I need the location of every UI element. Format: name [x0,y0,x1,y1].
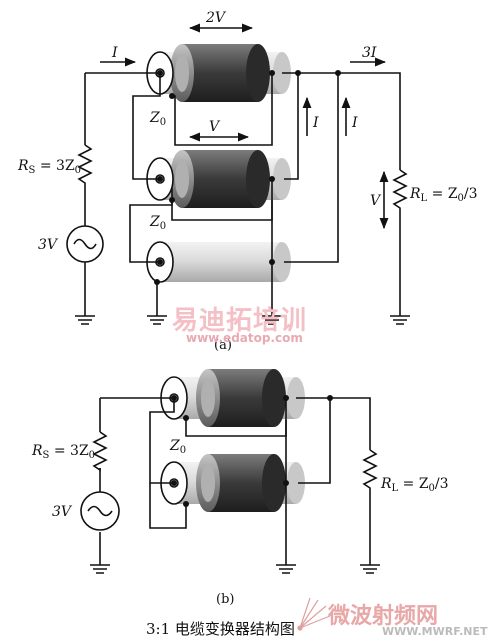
diagram-b [80,369,380,574]
resistor-rl-a [392,169,408,212]
ground-a-4 [390,315,410,325]
resistor-rl-b [362,449,378,490]
label-load-v: V [370,193,382,209]
cable-a-bottom [146,241,291,283]
cable-b-top [160,369,305,427]
label-3i: 3I [362,45,377,61]
watermark-fan-icon [297,597,331,631]
ground-b-1 [90,564,110,574]
ferrite-core-a-mid [182,150,258,208]
cable-b-bottom [160,454,305,512]
label-a: (a) [214,338,232,353]
ground-b-2 [276,564,296,574]
watermark-site-cn: 微波射频网 [328,604,439,629]
label-source-a: 3V [38,237,59,253]
cable-a-mid [146,150,291,208]
label-rl-a: RL = Z0/3 [409,186,478,204]
label-input-i: I [111,45,118,61]
label-rs-a: RS = 3Z0 [17,158,81,176]
ground-a-2 [147,315,167,325]
ferrite-core-a-top [182,44,258,102]
diagram-a [66,23,410,325]
figure-caption: 3:1 电缆变换器结构图 [146,620,295,638]
watermark-brand-cn: 易迪拓培训 [172,306,308,336]
label-z0-upper: Z0 [149,110,166,128]
label-source-b: 3V [52,504,73,520]
resistor-rs-b [92,431,108,472]
label-rs-b: RS = 3Z0 [31,443,95,461]
ground-a-3 [262,315,282,325]
ground-a-1 [75,280,95,325]
label-v-mid: V [209,119,221,135]
watermark-brand-url: www.edatop.com [186,331,303,345]
label-i-branch-1: I [312,115,319,131]
label-z0-lower: Z0 [149,214,166,232]
ground-b-3 [360,564,380,574]
watermark-site-url: WWW.MWRF.NET [382,625,488,638]
label-z0-b: Z0 [169,438,186,456]
label-2v: 2V [205,10,227,26]
label-b: (b) [216,592,234,607]
label-i-branch-2: I [351,115,358,131]
resistor-rs-a [77,144,93,188]
label-rl-b: RL = Z0/3 [380,476,449,494]
